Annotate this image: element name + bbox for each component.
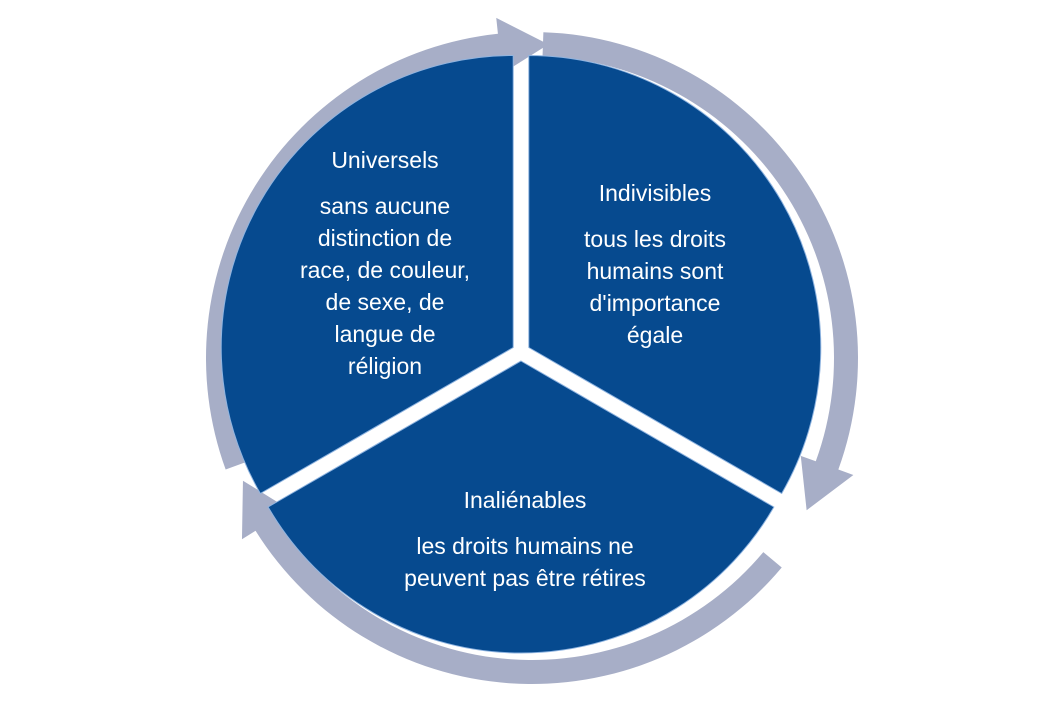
segment-text-line: de sexe, de bbox=[325, 289, 445, 315]
wedge-inalienables bbox=[267, 360, 775, 654]
segment-text-line: d'importance bbox=[589, 290, 721, 316]
segment-universels: Universels sans aucune distinction de ra… bbox=[255, 144, 515, 382]
segment-text-line: sans aucune bbox=[319, 193, 451, 219]
ring-arrow-to-universels bbox=[241, 480, 782, 684]
ring-arrow-to-inalienables bbox=[542, 32, 858, 511]
segment-text-line: race, de couleur, bbox=[299, 257, 471, 283]
segment-text-line: égale bbox=[626, 322, 684, 348]
segment-text-line: humains sont bbox=[586, 258, 724, 284]
segment-text-line: langue de bbox=[334, 321, 436, 347]
ring-arrow-to-indivisibles bbox=[206, 17, 549, 470]
segment-inalienables: Inaliénables les droits humains ne peuve… bbox=[365, 484, 685, 594]
segment-text-line: les droits humains ne bbox=[416, 533, 634, 559]
segment-title: Indivisibles bbox=[598, 180, 712, 206]
wedge-universels bbox=[220, 54, 514, 495]
segment-title: Universels bbox=[331, 147, 439, 173]
segment-text-line: distinction de bbox=[317, 225, 453, 251]
segment-text-line: peuvent pas être rétires bbox=[404, 565, 646, 591]
segment-indivisibles: Indivisibles tous les droits humains son… bbox=[525, 177, 785, 351]
segment-text-line: tous les droits bbox=[584, 226, 726, 252]
segment-text-line: réligion bbox=[347, 353, 423, 379]
wedge-indivisibles bbox=[528, 54, 822, 495]
segment-title: Inaliénables bbox=[463, 487, 587, 513]
